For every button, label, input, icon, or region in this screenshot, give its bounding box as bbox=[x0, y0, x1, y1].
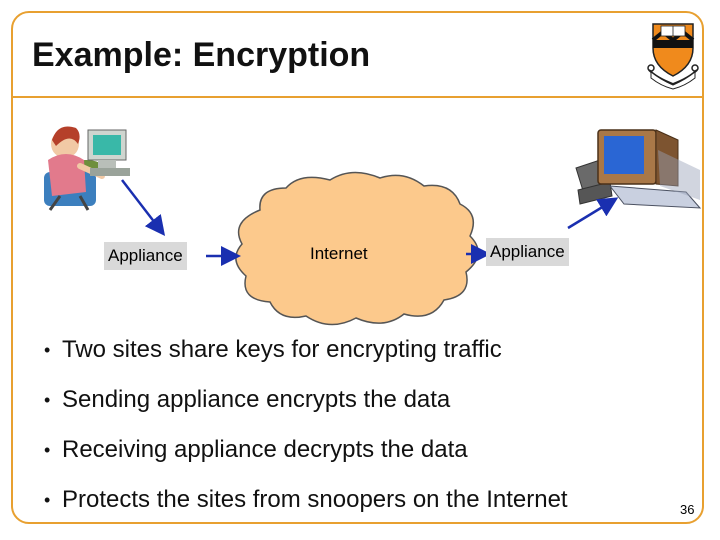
bullet-list: Two sites share keys for encrypting traf… bbox=[44, 330, 568, 530]
princeton-shield-icon bbox=[647, 23, 699, 90]
bullet-item: Sending appliance encrypts the data bbox=[44, 380, 568, 430]
title-divider bbox=[11, 96, 704, 98]
person-at-computer-icon bbox=[44, 126, 130, 211]
bullet-item: Receiving appliance decrypts the data bbox=[44, 430, 568, 480]
page-number: 36 bbox=[680, 502, 695, 517]
internet-cloud bbox=[235, 171, 479, 326]
internet-label: Internet bbox=[310, 244, 368, 263]
slide-title: Example: Encryption bbox=[32, 36, 371, 74]
desktop-computer-icon bbox=[575, 129, 702, 209]
left-appliance-label: Appliance bbox=[104, 242, 187, 270]
right-appliance-label: Appliance bbox=[486, 238, 569, 266]
bullet-item: Two sites share keys for encrypting traf… bbox=[44, 330, 568, 380]
bullet-item: Protects the sites from snoopers on the … bbox=[44, 480, 568, 530]
